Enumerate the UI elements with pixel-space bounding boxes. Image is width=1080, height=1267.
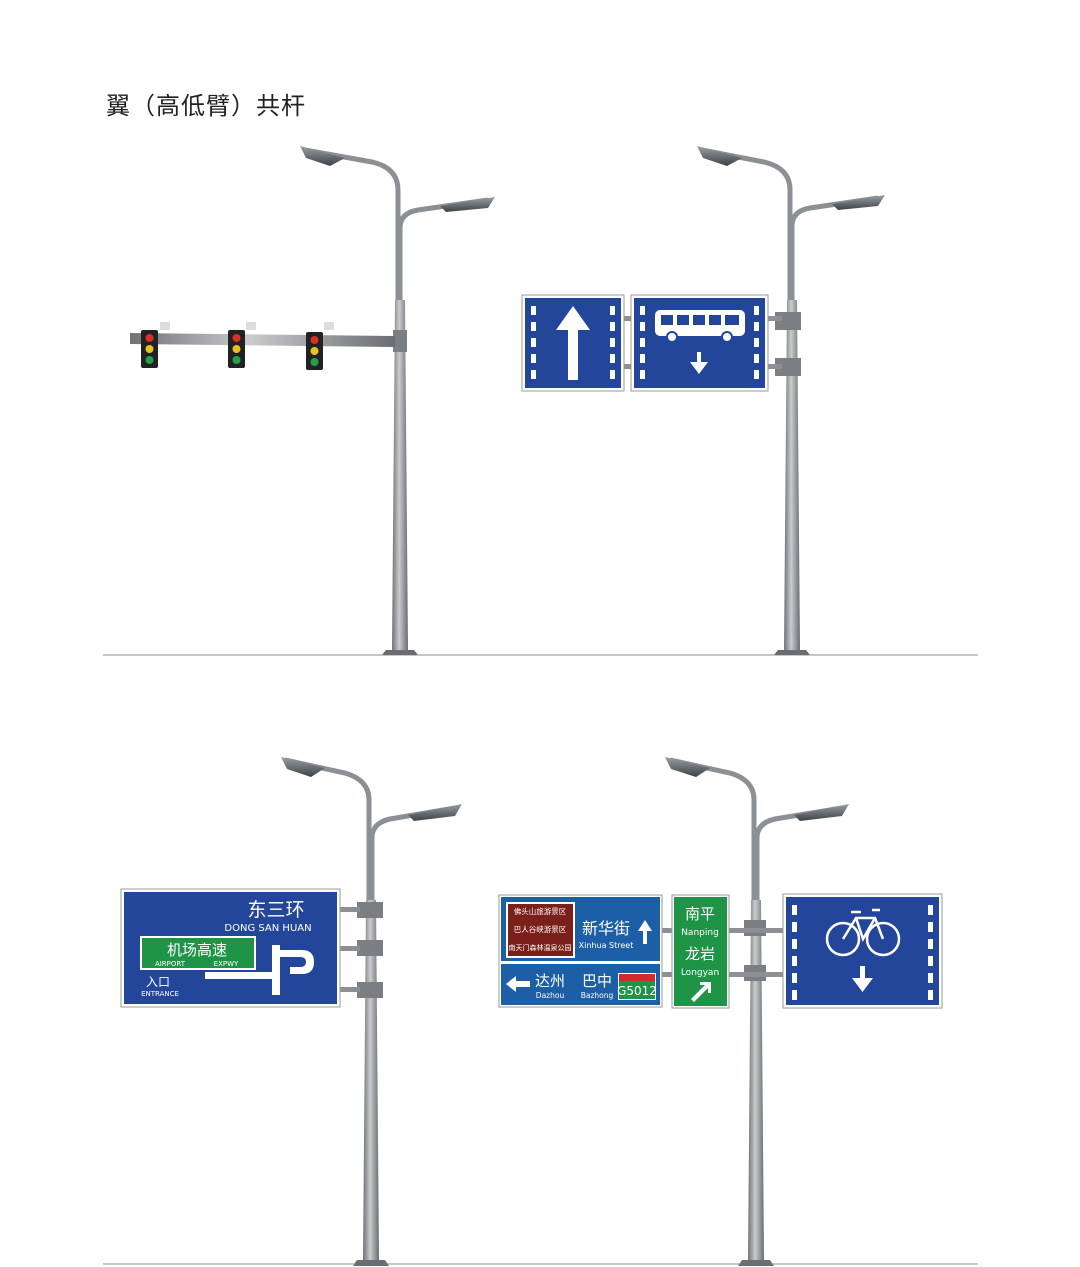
pole-base [382, 650, 418, 655]
route-number: G5012 [617, 984, 657, 998]
xinhua-en: Xinhua Street [579, 941, 634, 950]
lamp-head-high [281, 757, 325, 777]
longyan-en: Longyan [681, 968, 719, 978]
main-en: DONG SAN HUAN [224, 923, 311, 934]
bazhong-cn: 巴中 [582, 972, 612, 990]
dazhou-cn: 达州 [535, 972, 565, 990]
nanping-cn: 南平 [685, 905, 715, 923]
longyan-cn: 龙岩 [685, 945, 715, 963]
up-arrow-icon [556, 306, 590, 380]
pole-2 [521, 146, 885, 655]
brown-line-2: 巴人谷峡游景区 [514, 924, 567, 934]
lamp-head-high [697, 146, 742, 166]
main-cn: 东三环 [247, 899, 304, 921]
down-arrow-icon [852, 966, 873, 992]
lamp-head-low [408, 804, 462, 821]
bicycle-icon [825, 908, 901, 957]
bus-icon [655, 310, 745, 343]
green-cn: 机场高速 [167, 941, 227, 959]
entrance-en: ENTRANCE [141, 990, 179, 998]
lamp-head-high [665, 757, 710, 777]
guide-sign-nanping: 南平 Nanping 龙岩 Longyan [671, 894, 730, 1009]
brown-line-3: 南天门森林温泉公园 [509, 943, 572, 952]
green-en-1: AIRPORT [155, 960, 186, 968]
page-title: 翼（高低臂）共杆 [106, 92, 306, 120]
brown-line-1: 佛头山旅游景区 [514, 906, 567, 916]
lamp-head-low [832, 195, 885, 210]
green-en-2: EXPWY [214, 960, 239, 968]
guide-sign-xinhua: 佛头山旅游景区 巴人谷峡游景区 南天门森林温泉公园 新华街 Xinhua Str… [498, 894, 663, 1008]
lamp-head-high [300, 146, 345, 166]
xinhua-cn: 新华街 [582, 919, 630, 938]
lane-sign-straight [521, 294, 625, 392]
pole-collar [393, 330, 407, 352]
lane-sign-bus [630, 294, 769, 392]
left-arrow-icon [506, 976, 530, 992]
pole-4: 佛头山旅游景区 巴人谷峡游景区 南天门森林温泉公园 新华街 Xinhua Str… [498, 757, 943, 1266]
traffic-light-icon [141, 322, 170, 368]
nanping-en: Nanping [681, 928, 719, 938]
pole-1 [130, 146, 495, 655]
signal-arm [130, 333, 395, 347]
dazhou-en: Dazhou [536, 991, 565, 1000]
lane-sign-bicycle [782, 893, 943, 1009]
pole-shaft [748, 900, 764, 1260]
guide-sign-entrance: 东三环 DONG SAN HUAN 机场高速 AIRPORT EXPWY 入口 … [120, 888, 341, 1008]
pole-shaft [784, 300, 800, 650]
traffic-light-icon [306, 322, 334, 370]
lamp-head-low [440, 197, 495, 212]
lamp-arm-high [304, 147, 401, 300]
bazhong-en: Bazhong [581, 991, 614, 1000]
pole-shaft [392, 300, 408, 650]
entrance-cn: 入口 [146, 975, 170, 989]
down-arrow-icon [690, 352, 708, 374]
diagonal-arrow-icon [691, 982, 711, 1002]
lamp-arm-low [397, 197, 489, 300]
pole-3: 东三环 DONG SAN HUAN 机场高速 AIRPORT EXPWY 入口 … [120, 757, 462, 1266]
up-arrow-icon [638, 920, 652, 944]
lamp-head-low [794, 804, 849, 821]
exit-arrow-icon [205, 945, 314, 995]
traffic-light-icon [228, 322, 256, 368]
